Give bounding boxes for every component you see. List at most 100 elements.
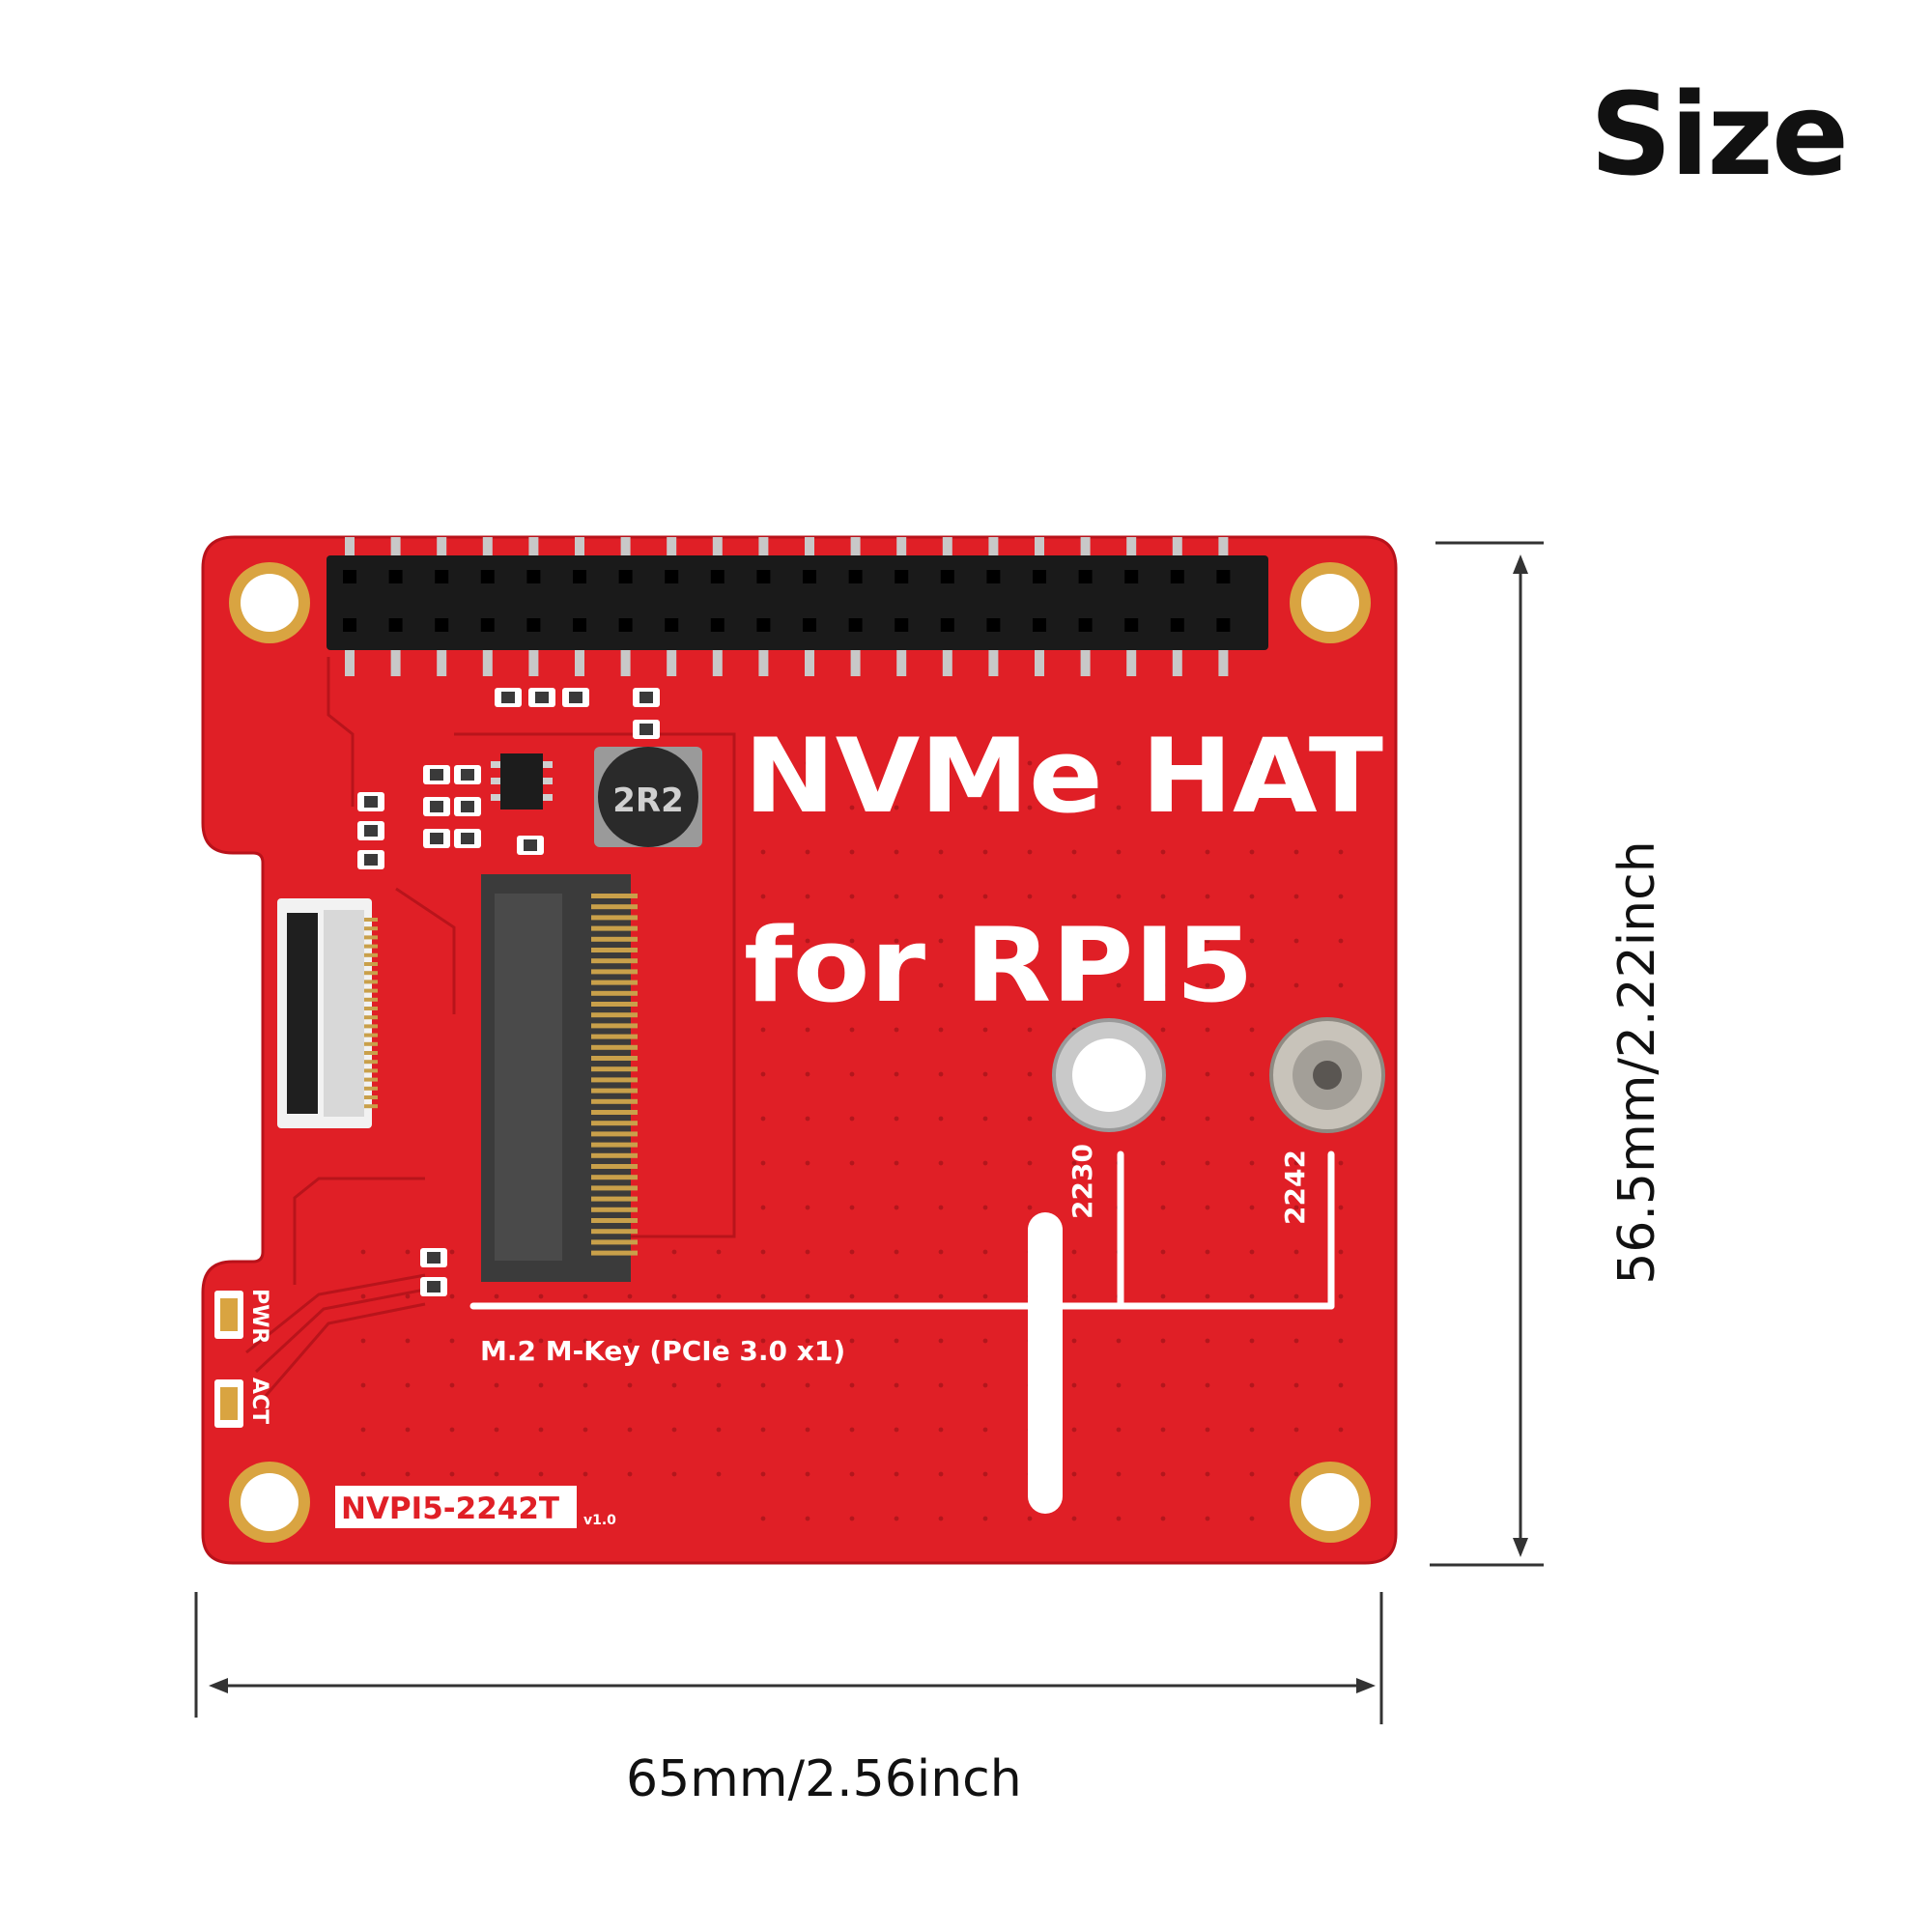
m2-pin	[591, 1098, 638, 1104]
gpio-socket	[1033, 570, 1046, 583]
gpio-socket	[848, 570, 863, 583]
m2-card-slot-cutout	[1028, 1212, 1063, 1514]
gpio-socket	[480, 570, 495, 583]
page-title: Size	[1589, 68, 1849, 201]
gpio-pin	[1080, 537, 1091, 558]
gpio-socket	[1124, 570, 1139, 583]
gpio-socket	[526, 570, 541, 583]
gpio-socket	[895, 570, 909, 583]
gpio-pin	[437, 537, 447, 558]
gpio-socket	[435, 618, 449, 632]
gpio-socket	[803, 618, 816, 632]
gpio-pin	[620, 537, 631, 558]
fpc-contact	[364, 918, 378, 922]
mounting-hole-bottom-left	[229, 1462, 310, 1543]
m2-pin	[591, 1121, 638, 1126]
gpio-pin	[850, 537, 861, 558]
m2-pin	[591, 1207, 638, 1212]
gpio-pin	[896, 647, 907, 676]
smd-part	[430, 801, 443, 812]
smd-part	[461, 769, 474, 781]
m2-pin	[591, 1002, 638, 1007]
fpc-contact	[364, 1068, 378, 1073]
gpio-socket	[986, 618, 1001, 632]
led-pwr	[214, 1291, 243, 1339]
gpio-socket	[618, 570, 633, 583]
gpio-pin	[1218, 537, 1229, 558]
gpio-socket	[895, 618, 909, 632]
smd-part	[461, 833, 474, 844]
m2-pin	[591, 1034, 638, 1039]
gpio-socket	[848, 618, 863, 632]
m2-pin	[591, 1110, 638, 1115]
gpio-pin	[390, 537, 401, 558]
gpio-socket	[343, 570, 356, 583]
m2-pin	[591, 1066, 638, 1072]
gpio-pin	[667, 647, 677, 676]
gpio-pin	[620, 647, 631, 676]
fpc-contact	[364, 1015, 378, 1020]
smd-components	[357, 688, 660, 1296]
gpio-pin	[482, 537, 493, 558]
m2-pin	[591, 904, 638, 910]
m2-pin	[591, 1196, 638, 1202]
fpc-contact	[364, 1033, 378, 1037]
m2-pin	[591, 958, 638, 964]
gpio-socket	[710, 570, 724, 583]
gpio-socket	[573, 570, 586, 583]
gpio-socket	[803, 570, 816, 583]
ic-chip	[491, 753, 553, 810]
gpio-pin	[942, 537, 952, 558]
gpio-pin	[390, 647, 401, 676]
fpc-contact	[364, 1007, 378, 1010]
board-heading-line2: for RPI5	[744, 906, 1254, 1025]
fpc-contact	[364, 980, 378, 984]
fpc-contact	[364, 1041, 378, 1046]
fpc-connector	[277, 898, 378, 1128]
smd-part	[364, 825, 378, 837]
standoff-2230	[1052, 1018, 1166, 1132]
gpio-pin	[1080, 647, 1091, 676]
fpc-contact	[364, 1086, 378, 1091]
m2-pin	[591, 1218, 638, 1223]
fpc-contact	[364, 1024, 378, 1029]
m2-pin	[591, 1152, 638, 1158]
gpio-pin	[575, 537, 584, 558]
fpc-contact	[364, 997, 378, 1002]
gpio-socket	[986, 570, 1001, 583]
mounting-hole-top-right	[1290, 562, 1371, 643]
m2-pin	[591, 1229, 638, 1235]
mounting-hole-top-left	[229, 562, 310, 643]
m2-pin	[591, 936, 638, 942]
gpio-socket	[1033, 618, 1046, 632]
gpio-pin	[437, 647, 447, 676]
gpio-socket	[665, 570, 679, 583]
gpio-socket	[388, 618, 403, 632]
gpio-socket	[388, 570, 403, 583]
height-dimension	[1430, 541, 1544, 1567]
gpio-socket	[480, 618, 495, 632]
m2-pin	[591, 1185, 638, 1191]
led-act-label: ACT	[247, 1378, 271, 1424]
model-label: NVPI5-2242T	[341, 1492, 559, 1526]
gpio-pin	[528, 647, 539, 676]
smd-part	[430, 833, 443, 844]
height-dimension-label: 56.5mm/2.22inch	[1608, 840, 1666, 1285]
fpc-contact	[364, 1060, 378, 1065]
gpio-pin	[988, 647, 999, 676]
gpio-pin	[575, 647, 584, 676]
height-arrow-top	[1513, 554, 1528, 574]
gpio-socket	[756, 570, 771, 583]
m2-pin	[591, 1131, 638, 1137]
m2-pin	[591, 948, 638, 952]
board-heading-line1: NVMe HAT	[744, 717, 1383, 836]
gpio-pin	[1126, 647, 1137, 676]
m2-pin	[591, 969, 638, 975]
width-arrow-right	[1356, 1678, 1376, 1693]
gpio-pin	[1172, 647, 1182, 676]
m2-pin	[591, 925, 638, 931]
gpio-pin	[345, 537, 355, 558]
fpc-contact	[364, 935, 378, 940]
